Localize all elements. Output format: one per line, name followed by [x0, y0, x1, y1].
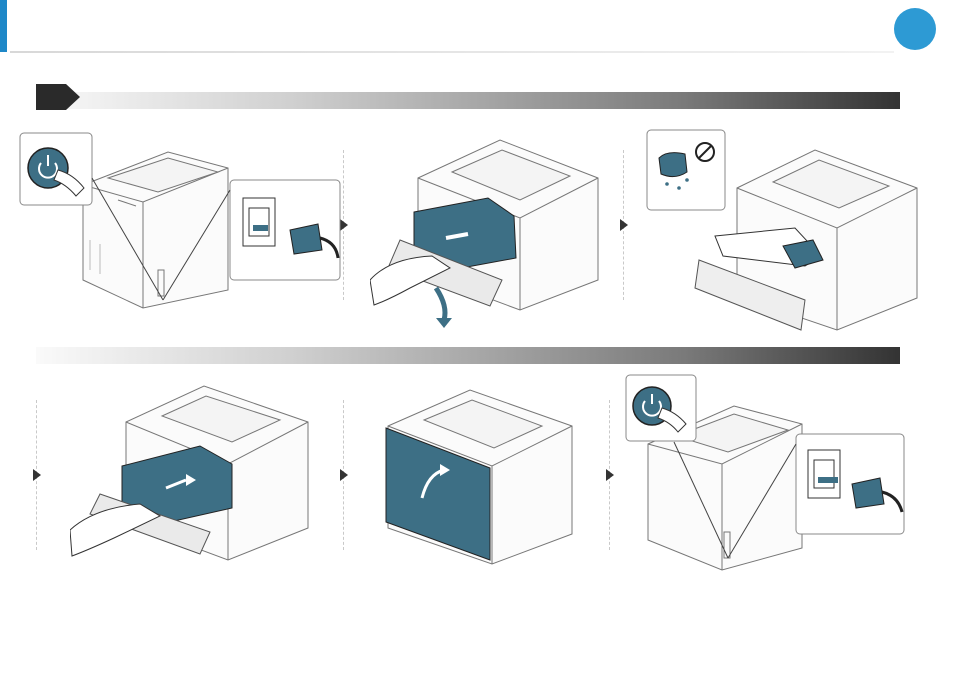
step-arrow-icon [620, 219, 628, 231]
step-arrow-icon [340, 469, 348, 481]
power-plug-icon [290, 224, 322, 254]
step-close-cover-illustration [380, 386, 580, 566]
step-remove-cartridge-illustration [370, 130, 610, 335]
step-power-off-illustration [18, 130, 348, 325]
step-power-on-illustration [624, 372, 914, 577]
section-bar-bottom [36, 347, 900, 364]
power-socket-icon [243, 198, 275, 246]
section-bar-top [36, 92, 900, 109]
step-clean-inside-illustration [645, 128, 925, 338]
header-accent [0, 0, 7, 52]
cloth-icon [659, 153, 687, 177]
power-plug-icon [852, 478, 884, 508]
step-arrow-icon [606, 469, 614, 481]
page-number-badge [894, 8, 936, 50]
header-rule [10, 51, 894, 53]
step-insert-cartridge-illustration [70, 382, 320, 572]
step-arrow-icon [36, 84, 80, 110]
step-arrow-icon [33, 469, 41, 481]
power-socket-icon [808, 450, 840, 498]
page-header [0, 0, 954, 56]
